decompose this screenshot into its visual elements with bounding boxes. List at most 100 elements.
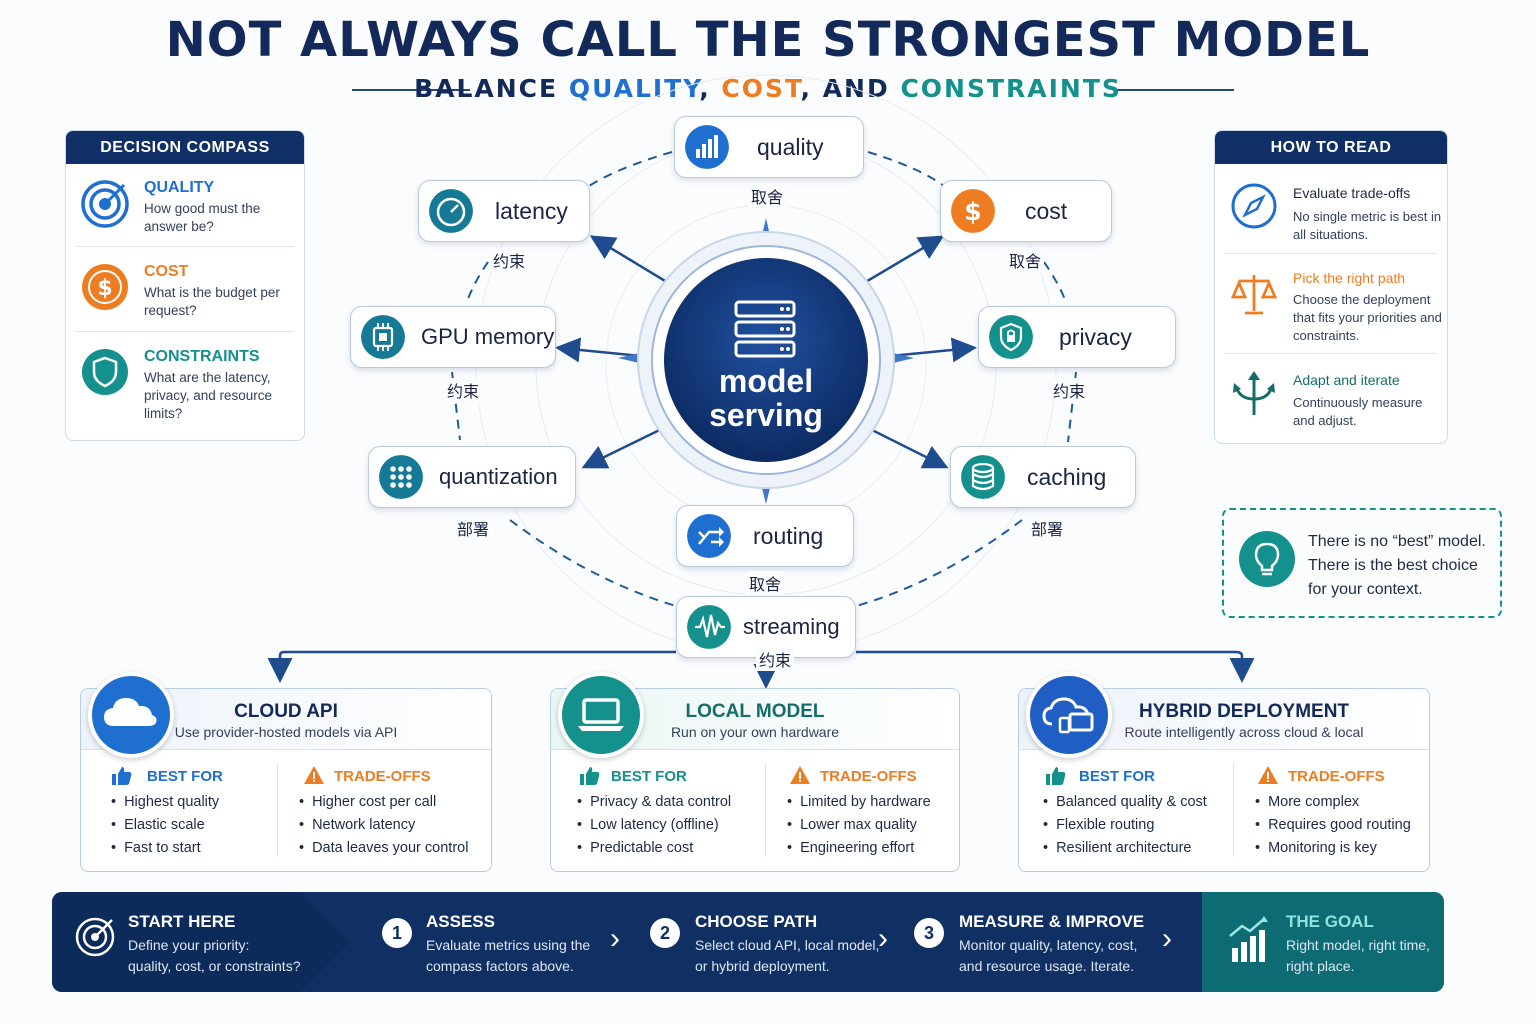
goal-text: Right model, right time, right place. — [1286, 935, 1430, 977]
trade-offs-label: TRADE-OFFS — [1288, 768, 1385, 785]
card-subtitle: Use provider-hosted models via API — [174, 724, 398, 740]
lock-shield-icon — [989, 315, 1033, 359]
node-privacy-label: privacy — [1059, 324, 1132, 350]
list-item: Monitoring is key — [1255, 839, 1411, 862]
grid-dots-icon — [379, 455, 423, 499]
start-here-text: Define your priority: quality, cost, or … — [128, 935, 300, 977]
svg-text:$: $ — [97, 276, 112, 301]
target-icon — [75, 917, 115, 957]
node-latency: latency — [418, 180, 590, 242]
list-item: More complex — [1255, 793, 1411, 816]
best-for-list: Highest quality Elastic scale Fast to st… — [111, 793, 219, 862]
node-gpu-memory-label: GPU memory — [421, 324, 555, 349]
list-item: Privacy & data control — [577, 793, 731, 816]
waveform-icon — [687, 605, 731, 649]
node-quality-label: quality — [757, 134, 824, 160]
subtitle-part: , AND — [800, 74, 901, 103]
list-item: Flexible routing — [1043, 816, 1207, 839]
goal-line-1: Right model, right time, — [1286, 937, 1430, 953]
list-item: Highest quality — [111, 793, 219, 816]
list-item: Low latency (offline) — [577, 816, 731, 839]
step-3-number: 3 — [914, 918, 944, 948]
hub-line-1: model — [718, 363, 814, 399]
compass-cost-title: COST — [144, 263, 189, 280]
node-caching: caching — [950, 446, 1136, 508]
callout-text: There is no “best” model. There is the b… — [1308, 533, 1486, 598]
chevron-right-icon: › — [1162, 922, 1172, 955]
subtitle-part: BALANCE — [414, 74, 569, 103]
best-for-label: BEST FOR — [1079, 768, 1155, 785]
trade-offs-list: Limited by hardware Lower max quality En… — [787, 793, 931, 862]
subtitle-wrap: BALANCE QUALITY, COST, AND CONSTRAINTS — [0, 74, 1536, 103]
connector-label: 取舍 — [748, 184, 787, 208]
subtitle-right-rule — [1116, 89, 1234, 91]
goal-title: THE GOAL — [1286, 912, 1374, 931]
node-routing-label: routing — [753, 523, 824, 549]
node-gpu-memory: GPU memory — [350, 306, 556, 368]
connector-label: 部署 — [454, 516, 493, 540]
cloud-devices-icon — [1042, 697, 1094, 734]
compass-quality-title: QUALITY — [144, 179, 215, 196]
card-title: LOCAL MODEL — [685, 701, 825, 722]
connector-label: 部署 — [1028, 516, 1067, 540]
subtitle-part: COST — [721, 74, 801, 103]
shield-icon — [82, 349, 128, 395]
target-icon — [81, 180, 129, 228]
laptop-icon — [578, 698, 624, 731]
page-title: NOT ALWAYS CALL THE STRONGEST MODEL — [165, 12, 1371, 68]
step-2-line-1: Select cloud API, local model, — [695, 937, 880, 953]
node-cost-label: cost — [1025, 198, 1068, 224]
how-to-read-path-title: Pick the right path — [1293, 270, 1406, 286]
card-title: CLOUD API — [234, 701, 338, 722]
how-to-read-panel: HOW TO READ Evaluate trade-offs No singl… — [1214, 130, 1448, 444]
list-item: Requires good routing — [1255, 816, 1411, 839]
list-item: Data leaves your control — [299, 839, 468, 862]
step-1-number: 1 — [382, 918, 412, 948]
node-latency-label: latency — [495, 198, 568, 224]
growth-chart-icon — [1229, 916, 1268, 962]
how-to-read-sep — [1225, 253, 1437, 254]
trade-offs-label: TRADE-OFFS — [820, 768, 917, 785]
step-2-number: 2 — [650, 918, 680, 948]
page-subtitle: BALANCE QUALITY, COST, AND CONSTRAINTS — [414, 74, 1122, 103]
compass-constraints-title: CONSTRAINTS — [144, 348, 260, 365]
dollar-icon: $ — [951, 189, 995, 233]
how-to-read-trade-offs-text: No single metric is best in all situatio… — [1293, 209, 1442, 242]
svg-text:$: $ — [964, 197, 981, 226]
thumbs-up-icon — [580, 767, 600, 785]
best-for-label: BEST FOR — [611, 768, 687, 785]
list-item: Higher cost per call — [299, 793, 468, 816]
connector-label: 取舍 — [746, 571, 785, 595]
trade-offs-list: Higher cost per call Network latency Dat… — [299, 793, 468, 862]
warning-icon — [1258, 766, 1278, 784]
list-item: Limited by hardware — [787, 793, 931, 816]
node-routing: routing — [676, 505, 854, 567]
node-caching-label: caching — [1027, 464, 1107, 490]
lightbulb-icon — [1239, 531, 1295, 587]
compass-sep — [76, 246, 294, 247]
process-banner: START HERE Define your priority: quality… — [52, 892, 1444, 992]
bar-chart-icon — [685, 125, 729, 169]
card-divider — [765, 763, 766, 857]
list-item: Elastic scale — [111, 816, 219, 839]
trade-offs-label: TRADE-OFFS — [334, 768, 431, 785]
route-arrows-icon — [687, 514, 731, 558]
step-1-line-1: Evaluate metrics using the — [426, 937, 591, 953]
step-3-text: Monitor quality, latency, cost, and reso… — [959, 935, 1137, 977]
dollar-icon: $ — [82, 264, 128, 310]
branch-arrows-icon — [1233, 371, 1275, 415]
subtitle-part: QUALITY — [568, 74, 700, 103]
step-3-line-2: and resource usage. Iterate. — [959, 958, 1135, 974]
card-subtitle: Route intelligently across cloud & local — [1124, 724, 1364, 740]
node-privacy: privacy — [978, 306, 1176, 368]
how-to-read-trade-offs-title: Evaluate trade-offs — [1293, 185, 1411, 201]
start-here-line-2: quality, cost, or constraints? — [128, 958, 301, 974]
chevron-right-icon: › — [610, 922, 620, 955]
compass-sep — [76, 331, 294, 332]
connector-label: 约束 — [490, 248, 529, 272]
node-streaming-label: streaming — [743, 614, 840, 639]
speedometer-icon — [429, 189, 473, 233]
subtitle-part: CONSTRAINTS — [900, 74, 1122, 103]
step-1-text: Evaluate metrics using the compass facto… — [426, 935, 590, 977]
warning-icon — [304, 766, 324, 784]
